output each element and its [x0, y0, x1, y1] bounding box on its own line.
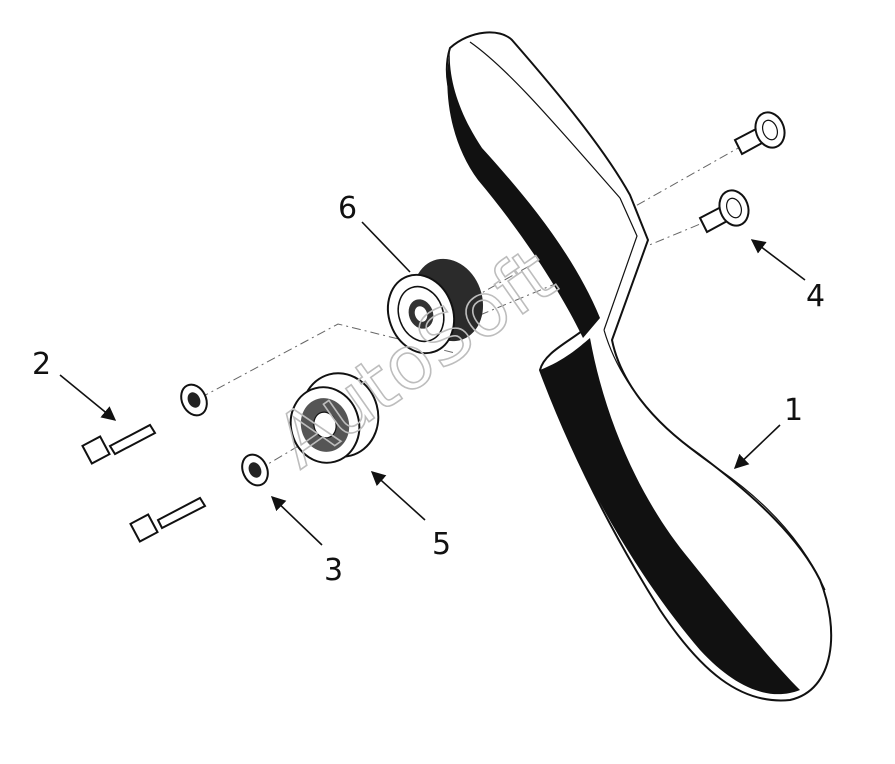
callout-1: 1: [784, 393, 803, 428]
callout-3: 3: [324, 553, 343, 588]
stud-bolt-lower: [698, 189, 750, 234]
bolt-upper: [81, 423, 157, 465]
watermark: AutoSoft: [261, 232, 571, 485]
callout-6: 6: [338, 191, 357, 226]
washer-upper: [180, 383, 208, 417]
callout-4: 4: [806, 279, 825, 314]
bolt-lower: [129, 496, 207, 543]
washer-lower: [241, 453, 269, 487]
stud-bolt-upper: [733, 111, 786, 156]
idler-pulley: [386, 258, 484, 355]
callout-2: 2: [32, 347, 51, 382]
callout-5: 5: [432, 527, 451, 562]
tensioner-pulley: [289, 372, 380, 464]
drive-belt: [445, 31, 833, 702]
leader-lines: [59, 221, 806, 546]
